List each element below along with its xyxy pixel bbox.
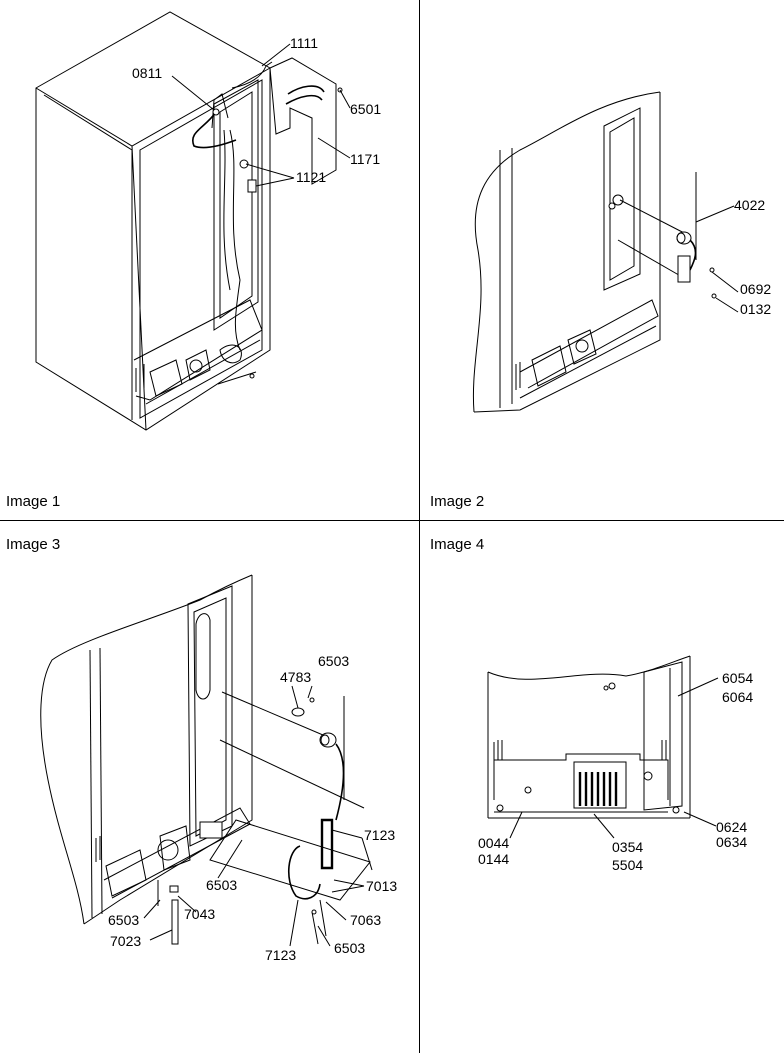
back-panel-piece	[270, 58, 342, 184]
horizontal-divider	[0, 520, 784, 521]
callout-6064: 6064	[722, 689, 754, 705]
callout-1171: 1171	[350, 151, 381, 167]
callout-4783: 4783	[280, 669, 312, 685]
cabinet-lower	[488, 656, 690, 818]
image-1-drawing	[0, 0, 419, 520]
callout-6054: 6054	[722, 670, 754, 686]
image-2-drawing	[0, 0, 784, 520]
callout-0044: 0044	[478, 835, 510, 851]
leader-lines	[144, 686, 372, 946]
callout-6501: 6501	[350, 101, 382, 117]
callout-7123-right: 7123	[364, 827, 396, 843]
callout-0354: 0354	[612, 839, 644, 855]
vertical-divider	[419, 0, 420, 1053]
callout-7023: 7023	[110, 933, 142, 949]
leader-lines	[696, 206, 738, 312]
panel-label-image-4: Image 4	[430, 536, 485, 553]
callout-5504: 5504	[612, 857, 644, 873]
callout-6503-top: 6503	[318, 653, 350, 669]
callout-6503-center: 6503	[206, 877, 238, 893]
panel-label-image-1: Image 1	[6, 493, 61, 510]
callout-7013: 7013	[366, 878, 398, 894]
panel-label-image-3: Image 3	[6, 536, 61, 553]
refrigerator-cabinet	[36, 12, 270, 430]
leader-lines	[172, 44, 350, 186]
callout-0132: 0132	[740, 301, 772, 317]
evaporator-tubing	[193, 62, 272, 350]
callout-1111: 1111	[290, 35, 319, 51]
vent-grille	[580, 772, 616, 806]
leader-lines	[510, 678, 718, 838]
image-3-drawing	[0, 0, 420, 1053]
callout-1121: 1121	[296, 169, 327, 185]
callout-0811: 0811	[132, 65, 163, 81]
evaporator-fan	[516, 195, 623, 390]
callout-0144: 0144	[478, 851, 510, 867]
exploded-parts	[158, 692, 370, 944]
callout-6503-left: 6503	[108, 912, 140, 928]
callout-0634: 0634	[716, 834, 748, 850]
panel-label-image-2: Image 2	[430, 493, 485, 510]
defrost-thermostat-assembly	[618, 172, 716, 298]
callout-7063: 7063	[350, 912, 382, 928]
cabinet-corner	[473, 92, 660, 412]
callout-0624: 0624	[716, 819, 748, 835]
compressor-fan-area	[96, 822, 222, 896]
callout-0692: 0692	[740, 281, 772, 297]
callout-7043: 7043	[184, 906, 216, 922]
callout-7123-bottom: 7123	[265, 947, 297, 963]
compressor-area	[136, 345, 256, 396]
callout-4022: 4022	[734, 197, 766, 213]
callout-6503-bottom: 6503	[334, 940, 366, 956]
machine-compartment-cover	[494, 740, 679, 813]
